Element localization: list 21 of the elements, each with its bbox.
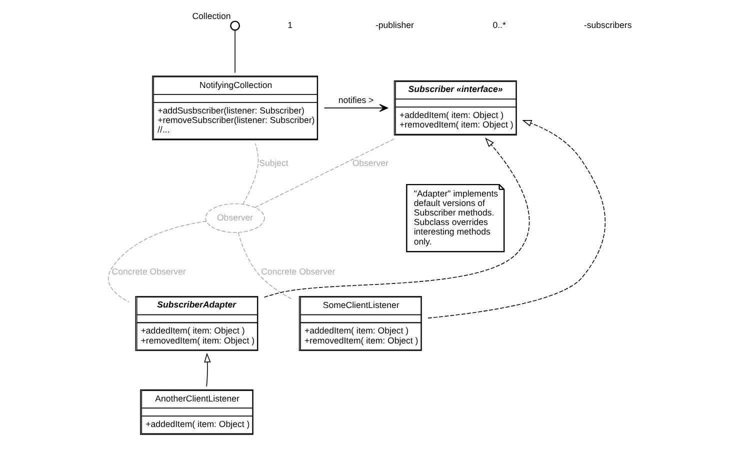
arrow bbox=[204, 352, 211, 387]
node-ellipse: Observer bbox=[205, 203, 265, 233]
edge-label: Subject bbox=[259, 158, 288, 168]
edge-label: Concrete Observer bbox=[261, 266, 336, 277]
arrow bbox=[428, 120, 606, 318]
label: -subscribers bbox=[584, 20, 632, 30]
node-circle bbox=[230, 20, 240, 31]
connector bbox=[238, 232, 294, 300]
edge-label: Concrete Observer bbox=[112, 266, 186, 277]
connector bbox=[254, 138, 396, 208]
label: -publisher bbox=[375, 20, 414, 30]
edge-label: notifies > bbox=[338, 94, 374, 105]
connector bbox=[242, 142, 259, 205]
arrow bbox=[324, 104, 388, 112]
node-label: Collection bbox=[192, 10, 231, 21]
label: 1 bbox=[288, 20, 293, 30]
label: 0..* bbox=[492, 20, 506, 30]
arrow bbox=[264, 138, 530, 298]
edge-label: Observer bbox=[352, 158, 388, 168]
connector bbox=[108, 220, 207, 302]
connector bbox=[234, 30, 236, 74]
